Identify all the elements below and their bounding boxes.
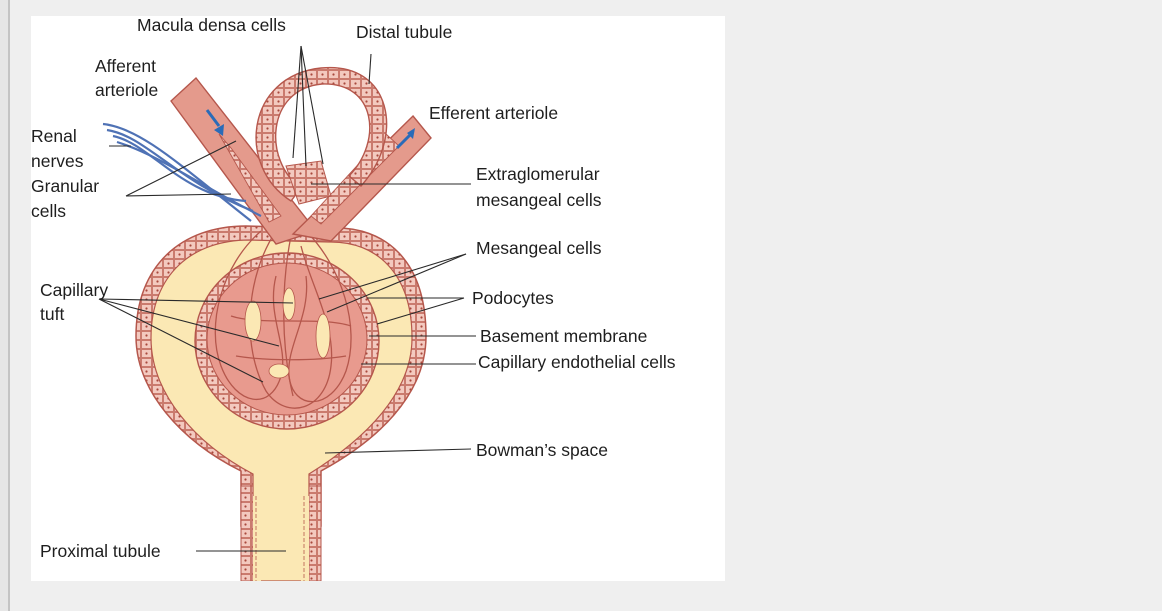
- window-left-edge: [0, 0, 10, 611]
- label-macula-densa-cells: Macula densa cells: [137, 16, 286, 35]
- label-renal-nerves-2: nerves: [31, 151, 84, 171]
- label-capillary-tuft-2: tuft: [40, 304, 64, 324]
- label-efferent-arteriole: Efferent arteriole: [429, 103, 558, 123]
- label-capillary-tuft-1: Capillary: [40, 280, 108, 300]
- label-extraglomerular-2: mesangeal cells: [476, 190, 602, 210]
- label-afferent-arteriole-1: Afferent: [95, 56, 156, 76]
- arterioles: [171, 78, 431, 244]
- label-granular-cells-2: cells: [31, 201, 66, 221]
- label-granular-cells-1: Granular: [31, 176, 99, 196]
- glomerulus-diagram: Macula densa cells Distal tubule Afferen…: [31, 16, 725, 581]
- label-proximal-tubule: Proximal tubule: [40, 541, 161, 561]
- label-afferent-arteriole-2: arteriole: [95, 80, 158, 100]
- label-basement-membrane: Basement membrane: [480, 326, 647, 346]
- label-renal-nerves-1: Renal: [31, 126, 77, 146]
- label-distal-tubule: Distal tubule: [356, 22, 452, 42]
- label-bowmans-space: Bowman’s space: [476, 440, 608, 460]
- figure-panel: Macula densa cells Distal tubule Afferen…: [31, 16, 725, 581]
- label-mesangeal-cells: Mesangeal cells: [476, 238, 602, 258]
- label-podocytes: Podocytes: [472, 288, 554, 308]
- label-extraglomerular-1: Extraglomerular: [476, 164, 600, 184]
- label-capillary-endothelial-cells: Capillary endothelial cells: [478, 352, 676, 372]
